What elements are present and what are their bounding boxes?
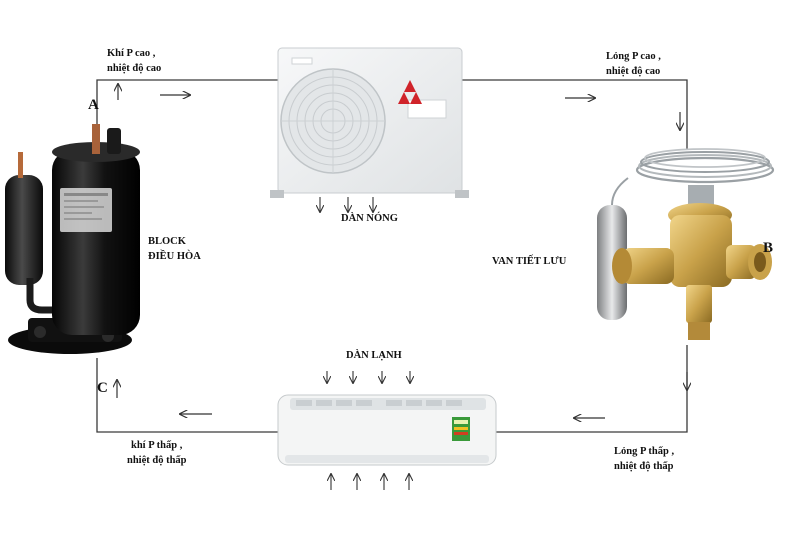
compressor-label-line1: BLOCK [148,236,186,247]
compressor-outlet-label-line2: nhiệt độ cao [107,63,162,74]
point-b-label: B [763,240,774,256]
expansion-valve [597,148,775,340]
compressor-label-line2: ĐIỀU HÒA [148,251,201,262]
compressor-inlet-label-line2: nhiệt độ thấp [127,455,187,466]
condenser-label: DÀN NÓNG [341,213,398,224]
condenser-heat-arrows [320,197,373,212]
pipe-compressor-to-condenser [96,79,278,128]
expansion-valve-label: VAN TIẾT LƯU [492,256,567,267]
compressor-outlet-label-line1: Khí P cao , [107,48,156,59]
pipe-evaporator-to-compressor [96,358,278,433]
compressor-inlet-label-line1: khí P thấp , [131,440,183,451]
condenser-outlet-label-line1: Lỏng P cao , [606,51,661,62]
pipe-valve-to-evaporator [495,345,688,433]
evaporator-label: DÀN LẠNH [346,350,402,361]
valve-outlet-label-line1: Lỏng P thấp , [614,446,675,457]
flow-arrows [117,84,687,418]
point-c-label: C [97,380,108,396]
compressor-block [5,124,140,354]
point-a-label: A [88,97,99,113]
pipe-condenser-to-valve [462,79,688,150]
condenser-outlet-label-line2: nhiệt độ cao [606,66,661,77]
valve-outlet-label-line2: nhiệt độ thấp [614,461,674,472]
evaporator-air-arrows [327,371,410,490]
indoor-unit [277,394,497,466]
outdoor-unit [270,47,469,198]
